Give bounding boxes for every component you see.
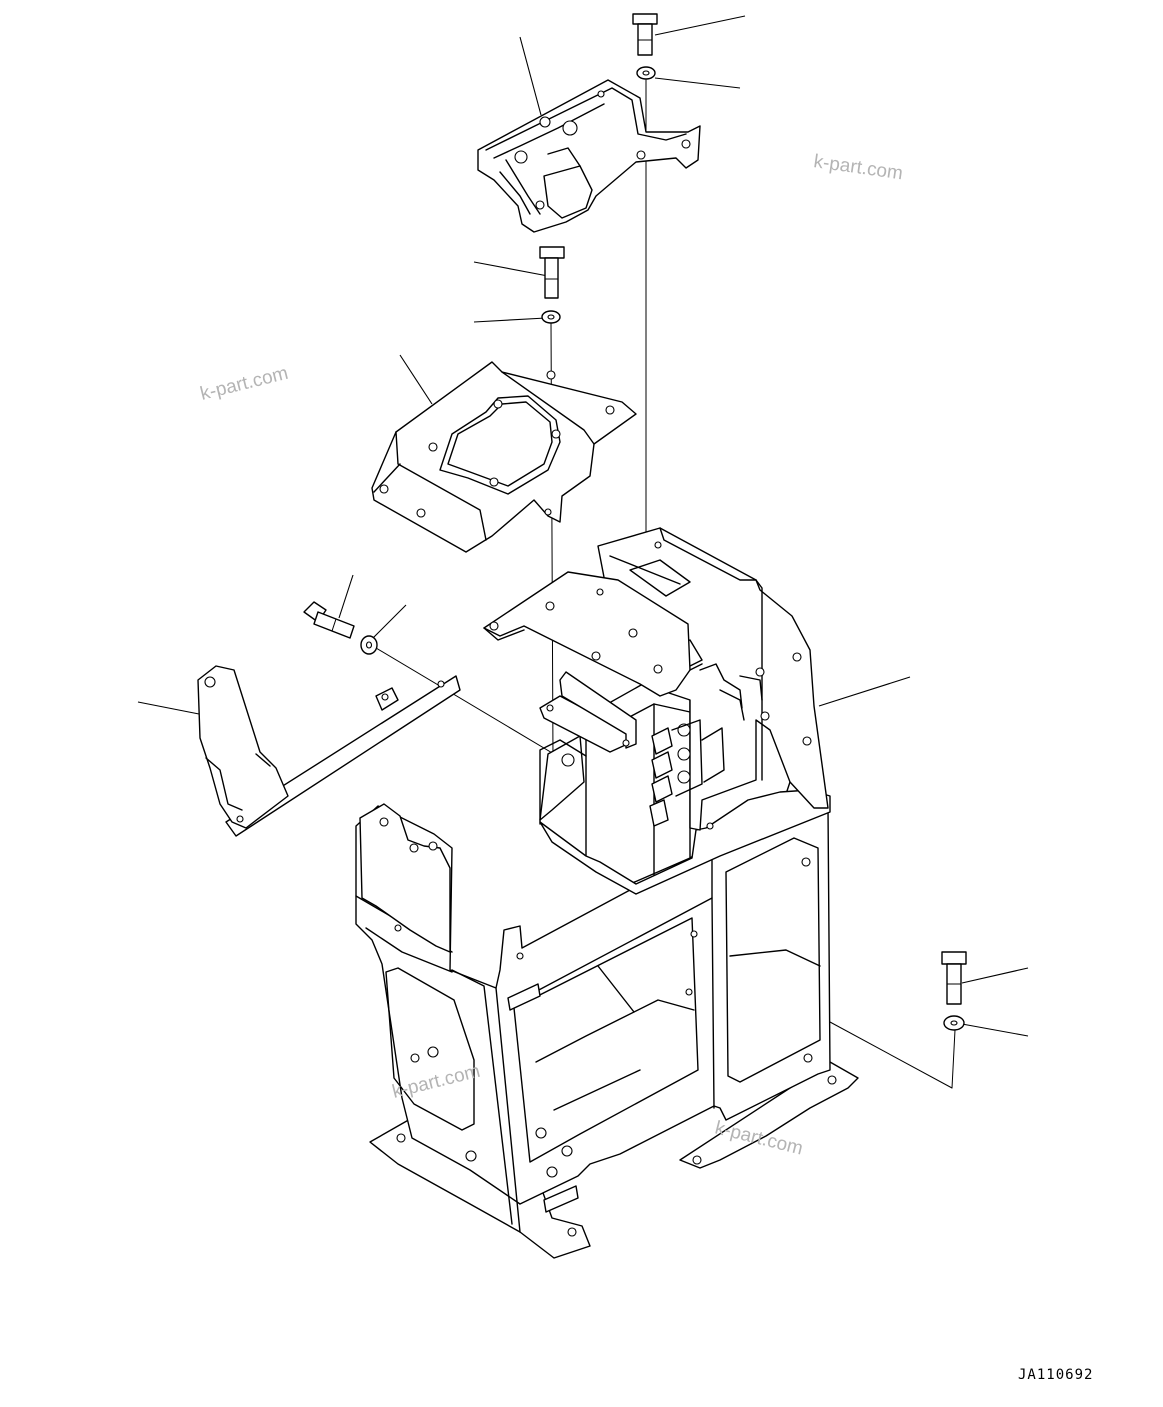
watermark-1: k-part.com [812, 151, 904, 184]
leader-lines [137, 15, 1029, 1037]
base-frame [355, 781, 859, 1259]
drawing-code: JA110692 [1018, 1367, 1093, 1383]
side-bracket [197, 665, 461, 837]
watermark-2: k-part.com [198, 363, 290, 405]
bolt-left [303, 601, 355, 639]
bolt-right [941, 951, 967, 1005]
bolt-top [632, 13, 658, 56]
cover-plate [371, 361, 637, 553]
bolt-middle [539, 246, 565, 299]
console-tower [483, 527, 831, 895]
upper-bracket [477, 79, 701, 233]
